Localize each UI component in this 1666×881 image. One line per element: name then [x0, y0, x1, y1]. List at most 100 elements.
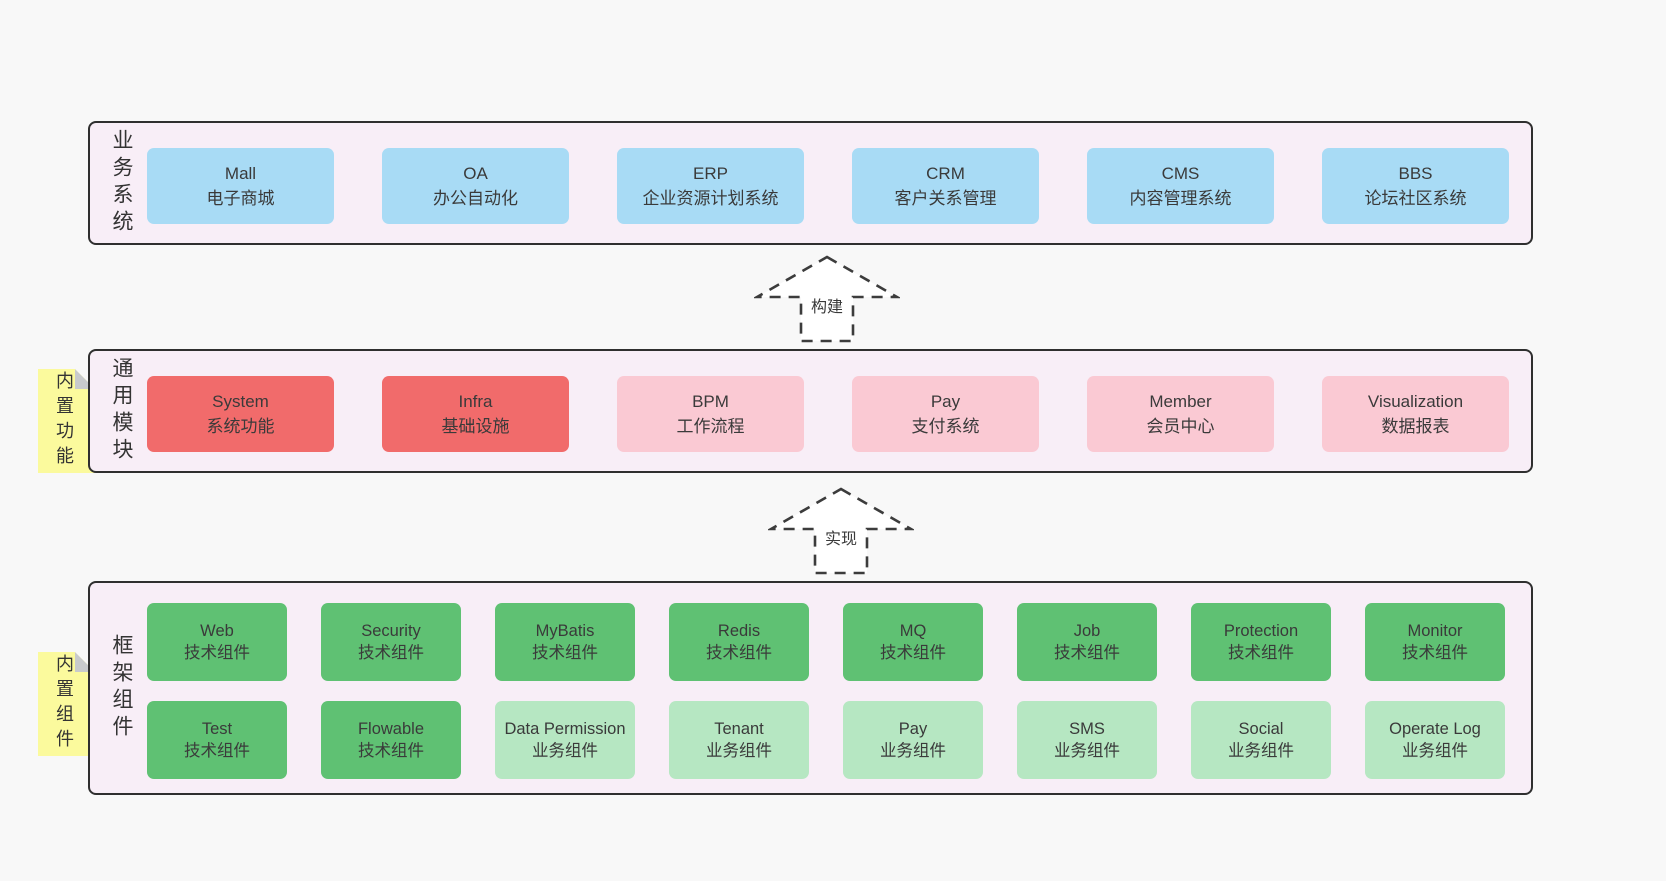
panel-label-business-systems: 业务系统 — [110, 129, 133, 237]
box-subtitle: 工作流程 — [676, 417, 745, 436]
box-subtitle: 数据报表 — [1381, 417, 1450, 436]
box-title: BPM — [692, 392, 729, 411]
business-box-crm: CRM 客户关系管理 — [852, 148, 1039, 224]
build-arrow-icon: 构建 — [754, 254, 900, 344]
box-title: Protection — [1223, 622, 1299, 640]
box-subtitle: 技术组件 — [532, 644, 598, 662]
framework-box-operate-log: Operate Log 业务组件 — [1365, 701, 1505, 779]
box-title: Operate Log — [1389, 720, 1481, 738]
box-title: Job — [1073, 622, 1101, 640]
box-title: Test — [201, 720, 233, 738]
framework-box-mq: MQ 技术组件 — [843, 603, 983, 681]
box-title: SMS — [1069, 720, 1105, 738]
framework-box-web: Web 技术组件 — [147, 603, 287, 681]
framework-box-security: Security 技术组件 — [321, 603, 461, 681]
box-subtitle: 业务组件 — [532, 742, 598, 760]
box-subtitle: 技术组件 — [880, 644, 946, 662]
module-box-system: System 系统功能 — [147, 376, 334, 452]
business-box-mall: Mall 电子商城 — [147, 148, 334, 224]
box-subtitle: 企业资源计划系统 — [642, 189, 779, 208]
box-title: Monitor — [1407, 622, 1463, 640]
box-title: Mall — [224, 164, 257, 183]
framework-box-data-permission: Data Permission 业务组件 — [495, 701, 635, 779]
box-subtitle: 业务组件 — [880, 742, 946, 760]
box-title: MyBatis — [535, 622, 595, 640]
box-subtitle: 内容管理系统 — [1129, 189, 1232, 208]
box-subtitle: 业务组件 — [706, 742, 772, 760]
sticky-note-built-in-components: 内置组件 — [38, 652, 95, 756]
framework-box-monitor: Monitor 技术组件 — [1365, 603, 1505, 681]
framework-box-flowable: Flowable 技术组件 — [321, 701, 461, 779]
framework-box-row-2: Test 技术组件 Flowable 技术组件 Data Permission … — [147, 701, 1505, 779]
box-subtitle: 技术组件 — [1054, 644, 1120, 662]
arrow-label-implement: 实现 — [822, 524, 860, 550]
box-subtitle: 业务组件 — [1402, 742, 1468, 760]
business-box-cms: CMS 内容管理系统 — [1087, 148, 1274, 224]
box-title: OA — [463, 164, 488, 183]
box-subtitle: 技术组件 — [184, 742, 250, 760]
module-box-member: Member 会员中心 — [1087, 376, 1274, 452]
box-title: Infra — [458, 392, 493, 411]
box-title: ERP — [693, 164, 728, 183]
framework-box-redis: Redis 技术组件 — [669, 603, 809, 681]
box-title: Tenant — [714, 720, 764, 738]
box-subtitle: 技术组件 — [358, 742, 424, 760]
box-subtitle: 技术组件 — [184, 644, 250, 662]
note-label: 内置功能 — [54, 371, 74, 471]
box-subtitle: 系统功能 — [206, 417, 275, 436]
module-box-bpm: BPM 工作流程 — [617, 376, 804, 452]
business-box-bbs: BBS 论坛社区系统 — [1322, 148, 1509, 224]
note-label: 内置组件 — [54, 654, 74, 754]
panel-label-framework-components: 框架组件 — [110, 634, 133, 742]
panel-label-common-modules: 通用模块 — [110, 357, 133, 465]
framework-box-job: Job 技术组件 — [1017, 603, 1157, 681]
box-title: Security — [361, 622, 421, 640]
panel-framework-components: 框架组件 Web 技术组件 Security 技术组件 MyBatis 技术组件… — [88, 581, 1533, 795]
box-subtitle: 支付系统 — [911, 417, 980, 436]
box-title: Visualization — [1367, 392, 1464, 411]
box-title: Member — [1149, 392, 1212, 411]
framework-box-test: Test 技术组件 — [147, 701, 287, 779]
box-subtitle: 技术组件 — [358, 644, 424, 662]
business-box-oa: OA 办公自动化 — [382, 148, 569, 224]
framework-box-sms: SMS 业务组件 — [1017, 701, 1157, 779]
box-title: MQ — [899, 622, 927, 640]
arrow-label-build: 构建 — [808, 292, 846, 318]
box-title: CMS — [1161, 164, 1200, 183]
box-subtitle: 技术组件 — [1228, 644, 1294, 662]
box-subtitle: 业务组件 — [1054, 742, 1120, 760]
panel-common-modules: 通用模块 System 系统功能 Infra 基础设施 BPM 工作流程 Pay… — [88, 349, 1533, 473]
implement-arrow-icon: 实现 — [768, 486, 914, 576]
box-subtitle: 办公自动化 — [433, 189, 518, 208]
box-subtitle: 业务组件 — [1228, 742, 1294, 760]
module-box-visualization: Visualization 数据报表 — [1322, 376, 1509, 452]
box-title: CRM — [926, 164, 965, 183]
box-title: System — [212, 392, 269, 411]
modules-box-row: System 系统功能 Infra 基础设施 BPM 工作流程 Pay 支付系统… — [147, 376, 1509, 452]
box-subtitle: 技术组件 — [706, 644, 772, 662]
box-subtitle: 客户关系管理 — [894, 189, 997, 208]
business-box-erp: ERP 企业资源计划系统 — [617, 148, 804, 224]
framework-box-mybatis: MyBatis 技术组件 — [495, 603, 635, 681]
box-subtitle: 电子商城 — [206, 189, 275, 208]
framework-box-pay: Pay 业务组件 — [843, 701, 983, 779]
box-subtitle: 会员中心 — [1146, 417, 1215, 436]
box-subtitle: 论坛社区系统 — [1364, 189, 1467, 208]
box-title: Web — [200, 622, 234, 640]
framework-box-row-1: Web 技术组件 Security 技术组件 MyBatis 技术组件 Redi… — [147, 603, 1505, 681]
box-title: BBS — [1398, 164, 1433, 183]
box-title: Pay — [930, 392, 961, 411]
box-title: Data Permission — [504, 720, 626, 738]
framework-box-social: Social 业务组件 — [1191, 701, 1331, 779]
box-title: Redis — [717, 622, 761, 640]
box-subtitle: 基础设施 — [441, 417, 510, 436]
framework-box-protection: Protection 技术组件 — [1191, 603, 1331, 681]
panel-business-systems: 业务系统 Mall 电子商城 OA 办公自动化 ERP 企业资源计划系统 CRM… — [88, 121, 1533, 245]
business-box-row: Mall 电子商城 OA 办公自动化 ERP 企业资源计划系统 CRM 客户关系… — [147, 148, 1509, 224]
box-title: Flowable — [357, 720, 425, 738]
framework-box-tenant: Tenant 业务组件 — [669, 701, 809, 779]
box-title: Social — [1238, 720, 1284, 738]
module-box-pay: Pay 支付系统 — [852, 376, 1039, 452]
box-title: Pay — [898, 720, 928, 738]
